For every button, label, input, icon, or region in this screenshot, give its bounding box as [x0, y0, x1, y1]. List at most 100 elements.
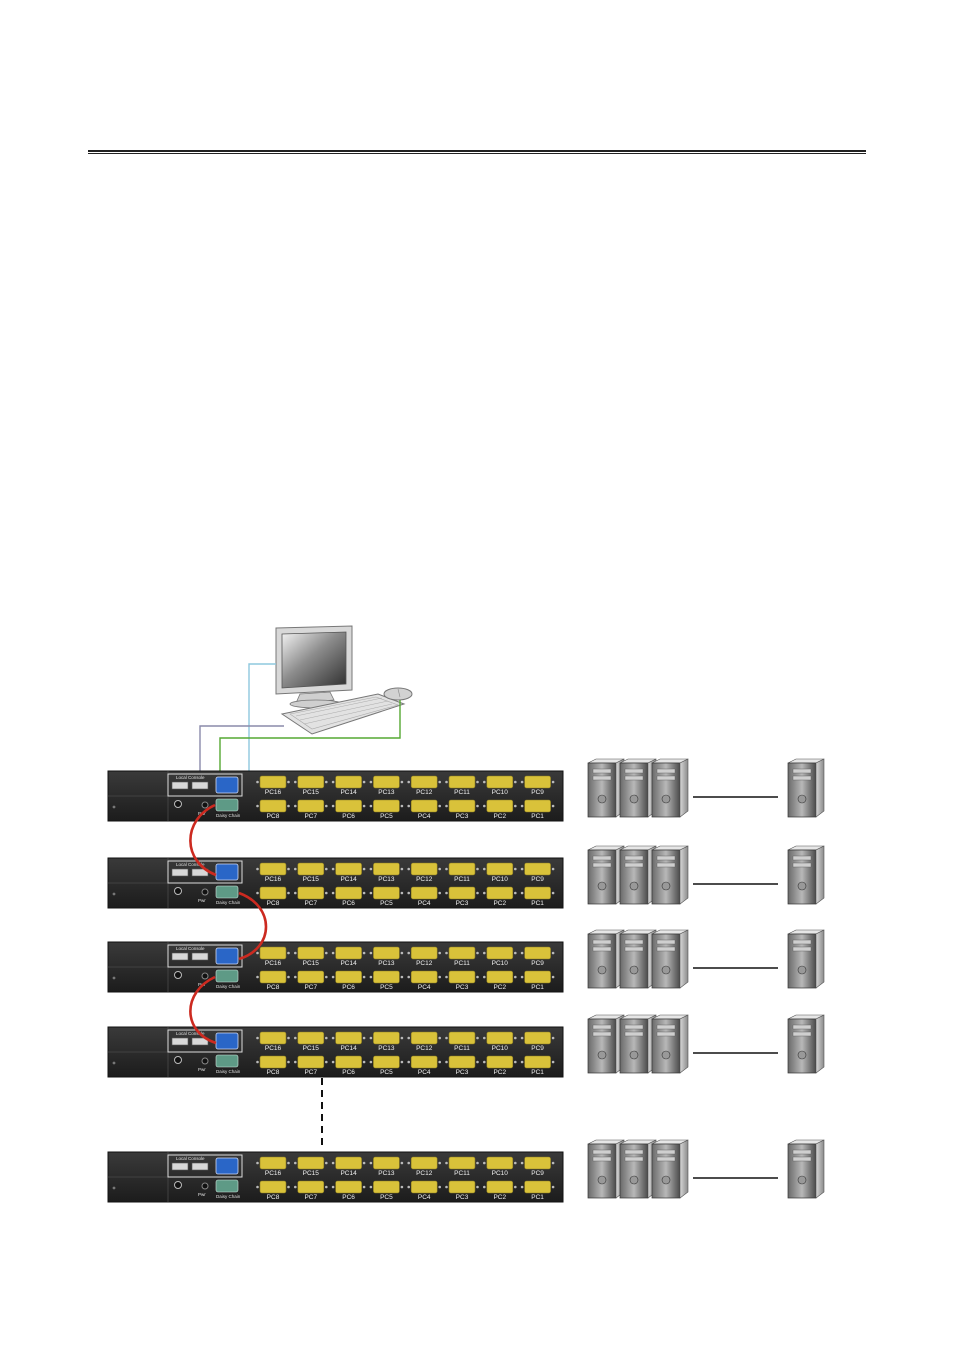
vga-port: [335, 946, 362, 960]
vga-port: [524, 775, 551, 789]
daisy-chain-label: Daisy Chain: [216, 1069, 241, 1074]
port-label: PC7: [304, 984, 317, 991]
pc-tower-icon: [651, 1014, 689, 1074]
pc-tower-icon: [651, 929, 689, 989]
power-button: [201, 972, 209, 980]
port-label: PC2: [493, 813, 506, 820]
local-console-label: Local Console: [176, 1156, 205, 1161]
port-label: PC4: [418, 1069, 431, 1076]
vga-port: [259, 1156, 287, 1170]
vga-port: [297, 1055, 325, 1069]
vga-port: [259, 775, 287, 789]
vga-port: [335, 862, 362, 876]
usb-port: [171, 952, 189, 961]
keyboard-icon: [280, 693, 406, 735]
monitor-cable: [248, 663, 276, 780]
vga-port: [448, 775, 476, 789]
daisy-chain-label: Daisy Chain: [216, 984, 241, 989]
console-vga-port: [215, 1157, 239, 1175]
power-jack: [174, 800, 182, 808]
pwr-label: Pwr: [198, 1067, 206, 1072]
daisy-chain-label: Daisy Chain: [216, 1194, 241, 1199]
port-label: PC13: [378, 789, 395, 796]
port-label: PC7: [304, 900, 317, 907]
power-jack: [174, 1056, 182, 1064]
port-label: PC6: [342, 1069, 355, 1076]
daisy-chain-port: [215, 798, 239, 812]
port-label: PC16: [265, 876, 282, 883]
console-vga-port: [215, 1032, 239, 1050]
vga-port: [373, 946, 400, 960]
pc-tower-icon: [619, 1139, 657, 1199]
vga-port: [448, 886, 476, 900]
port-label: PC1: [531, 900, 544, 907]
vga-port: [259, 946, 287, 960]
pc-tower-icon: [787, 1139, 825, 1199]
vga-port: [335, 1180, 362, 1194]
port-label: PC14: [340, 960, 357, 967]
port-label: PC9: [531, 1045, 544, 1052]
vga-port: [373, 1055, 400, 1069]
usb-port: [171, 781, 189, 790]
vga-port: [410, 1156, 438, 1170]
port-label: PC4: [418, 984, 431, 991]
port-label: PC8: [267, 984, 280, 991]
port-label: PC9: [531, 876, 544, 883]
daisy-chain-cable: [189, 803, 217, 877]
port-label: PC8: [267, 900, 280, 907]
vga-port: [448, 946, 476, 960]
port-label: PC11: [454, 1045, 470, 1052]
usb-port: [171, 1162, 189, 1171]
pc-tower-icon: [651, 758, 689, 818]
vga-port: [410, 862, 438, 876]
vga-port: [259, 886, 287, 900]
header-rule-thick: [88, 150, 866, 152]
console-vga-port: [215, 947, 239, 965]
vga-port: [373, 1156, 400, 1170]
port-label: PC13: [378, 1170, 395, 1177]
port-label: PC4: [418, 900, 431, 907]
port-label: PC5: [380, 813, 393, 820]
vga-port: [335, 1031, 362, 1045]
vga-port: [335, 775, 362, 789]
vga-port: [373, 862, 400, 876]
pc-tower-icon: [787, 758, 825, 818]
pc-tower-icon: [619, 1014, 657, 1074]
daisy-chain-cables: [189, 803, 268, 1045]
port-label: PC11: [454, 1170, 470, 1177]
port-label: PC8: [267, 1194, 280, 1201]
vga-port: [373, 1031, 400, 1045]
port-label: PC4: [418, 813, 431, 820]
port-label: PC16: [265, 1170, 282, 1177]
vga-port: [448, 1031, 476, 1045]
pc-tower-icon: [651, 845, 689, 905]
vga-port: [410, 775, 438, 789]
console-vga-port: [215, 863, 239, 881]
vga-port: [335, 970, 362, 984]
vga-port: [335, 1156, 362, 1170]
power-button: [201, 888, 209, 896]
vga-port: [486, 946, 514, 960]
vga-port: [259, 1055, 287, 1069]
vga-port: [524, 1156, 551, 1170]
pc-tower-icon: [651, 1139, 689, 1199]
vga-port: [524, 1180, 551, 1194]
port-label: PC3: [456, 900, 469, 907]
vga-port: [373, 1180, 400, 1194]
vga-port: [410, 970, 438, 984]
usb-port: [191, 952, 209, 961]
vga-port: [486, 1055, 514, 1069]
usb-port: [171, 1037, 189, 1046]
port-label: PC13: [378, 876, 395, 883]
mouse-cable: [219, 700, 401, 780]
port-label: PC11: [454, 876, 470, 883]
port-label: PC9: [531, 1170, 544, 1177]
vga-port: [524, 1031, 551, 1045]
vga-port: [259, 1180, 287, 1194]
port-label: PC10: [492, 1045, 509, 1052]
vga-port: [486, 1156, 514, 1170]
power-button: [201, 1182, 209, 1190]
port-label: PC14: [340, 789, 357, 796]
port-label: PC3: [456, 1194, 469, 1201]
